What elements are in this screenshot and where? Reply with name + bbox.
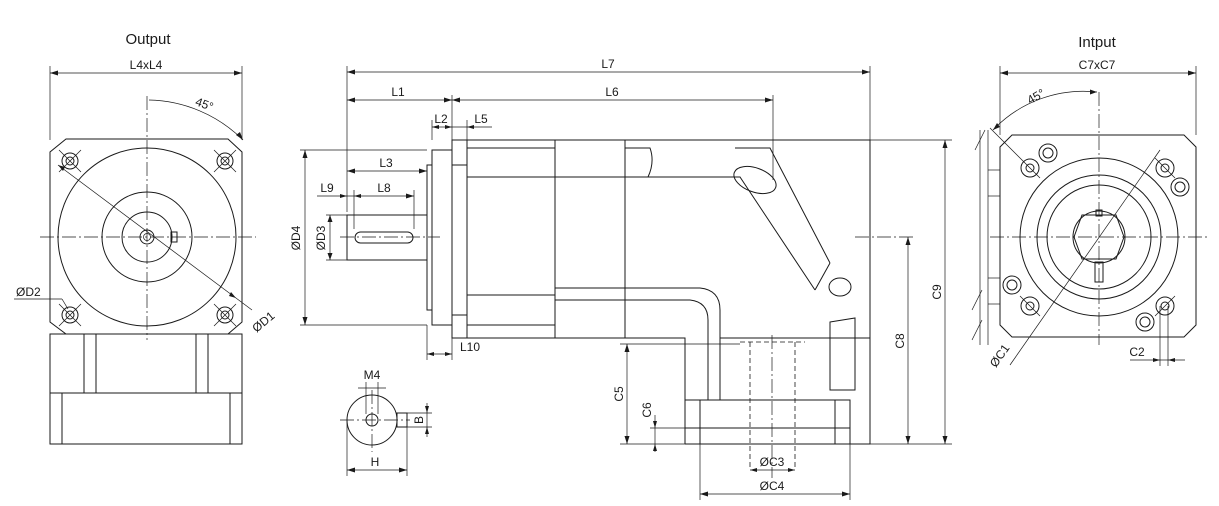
dim-l5: L5 [474,112,488,126]
dim-l9: L9 [320,181,334,195]
dim-l10: L10 [460,340,480,354]
dim-m4: M4 [364,368,381,382]
dim-c2: C2 [1129,345,1145,359]
input-view-title: Intput [1078,34,1116,51]
dim-c5: C5 [612,386,626,402]
dim-d2: ØD2 [16,285,41,299]
dim-c9: C9 [930,284,944,300]
dim-h: H [371,455,380,469]
output-view-title: Output [125,31,171,48]
dim-c7xc7: C7xC7 [1079,58,1116,72]
dim-c1: ØC1 [987,341,1013,370]
dim-l8: L8 [377,181,391,195]
output-view: Output L4xL4 Ø [14,31,278,445]
dim-c3: ØC3 [760,455,785,469]
dim-l3: L3 [379,156,393,170]
dim-l7: L7 [601,57,615,71]
dim-c8: C8 [893,333,907,349]
dim-c4: ØC4 [760,479,785,493]
shaft-end-detail: M4 H B [340,368,432,476]
dim-b: B [412,416,426,424]
side-view: L7 L1 L6 L2 L5 L3 L9 L8 [289,57,952,500]
dim-angle-output: 45° [193,95,215,114]
dim-l4xl4: L4xL4 [130,58,163,72]
dim-l6: L6 [605,85,619,99]
input-view: Intput C7xC7 [971,34,1210,370]
dim-c6: C6 [640,402,654,418]
dim-l2: L2 [434,112,448,126]
dim-d3: ØD3 [314,225,328,250]
dim-d4: ØD4 [289,225,303,250]
dim-d1: ØD1 [249,308,277,335]
dim-l1: L1 [391,85,405,99]
